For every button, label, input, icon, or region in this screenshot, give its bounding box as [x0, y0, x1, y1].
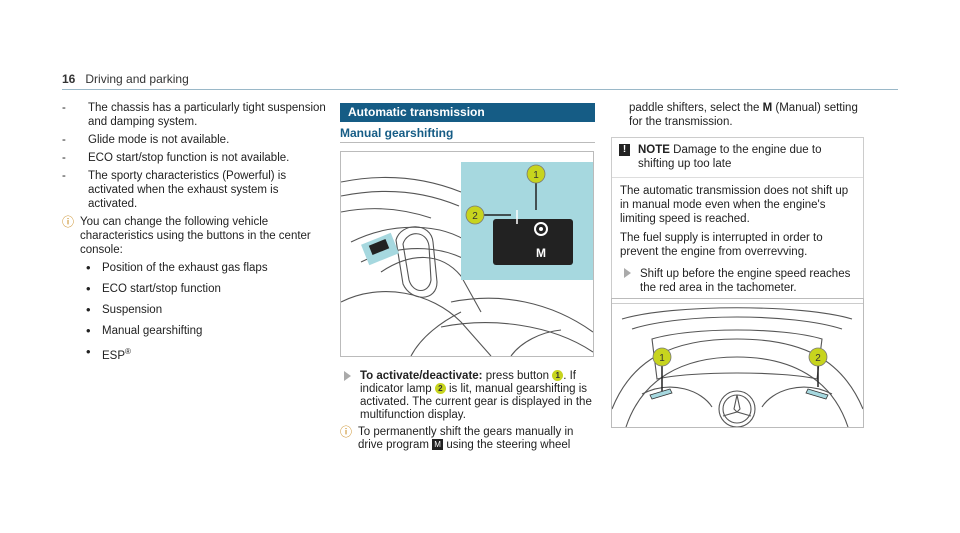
callout-1: [652, 347, 672, 367]
info-note-text: You can change the following vehicle cha…: [80, 216, 311, 256]
step-arrow-icon: [344, 371, 351, 381]
callout-1-inline: 1: [552, 370, 564, 382]
steering-wheel-drawing: 1 2: [612, 307, 863, 427]
dash-item: ECO start/stop function is not available…: [62, 151, 330, 165]
step-bold: To activate/deactivate:: [360, 370, 483, 382]
info-icon: ⓘ: [62, 215, 75, 229]
note-text: using the steering wheel: [443, 439, 571, 451]
esp-label: ESP: [102, 349, 126, 362]
callout-2-label: 2: [815, 353, 821, 364]
info-note: ⓘ To permanently shift the gears manuall…: [340, 426, 600, 452]
step-text: press button: [482, 370, 553, 382]
instruction-step: To activate/deactivate: press button 1. …: [340, 370, 600, 422]
note-text: To permanently shift the gears manually …: [358, 426, 574, 451]
dash-item: The sporty characteristics (Powerful) is…: [62, 169, 330, 211]
notice-step: Shift up before the engine speed reaches…: [620, 267, 855, 295]
intro-text: (Manual) setting for the transmission.: [629, 102, 858, 128]
notice-header: ! NOTE Damage to the engine due to shift…: [612, 138, 863, 178]
info-note: ⓘ You can change the following vehicle c…: [62, 215, 330, 257]
subsection-rule: [340, 142, 595, 143]
registered-mark: ®: [125, 347, 131, 356]
step-text: is lit, manual gearshifting is activated…: [360, 383, 592, 421]
right-paddle-highlight: [805, 388, 829, 400]
right-column: paddle shifters, select the M (Manual) s…: [611, 101, 867, 304]
notice-paragraph: The fuel supply is interrupted in order …: [620, 232, 823, 258]
callout-1-label: 1: [659, 353, 665, 364]
page-number: 16: [62, 72, 76, 86]
page-header: 16 Driving and parking: [62, 72, 189, 86]
left-column: The chassis has a particularly tight sus…: [62, 101, 330, 370]
left-paddle-highlight: [649, 388, 673, 400]
center-console-drawing: M 1 2: [341, 162, 593, 356]
list-item: Position of the exhaust gas flaps: [86, 261, 330, 275]
section-title: Automatic transmission: [340, 103, 595, 122]
list-item: Manual gearshifting: [86, 324, 330, 338]
callout-2-label: 2: [472, 211, 478, 222]
notice-title: Damage to the engine due to shifting up …: [638, 144, 822, 170]
dash-item: The chassis has a particularly tight sus…: [62, 101, 330, 129]
callout-1-label: 1: [533, 170, 539, 181]
callout-2: [808, 347, 828, 367]
dash-item: Glide mode is not available.: [62, 133, 330, 147]
list-item: Suspension: [86, 303, 330, 317]
list-item: ECO start/stop function: [86, 282, 330, 296]
intro-text: paddle shifters, select the: [629, 102, 763, 114]
notice-paragraph: The automatic transmission does not shif…: [620, 185, 849, 225]
info-icon: ⓘ: [340, 425, 353, 439]
step-arrow-icon: [624, 268, 631, 278]
middle-column-text: To activate/deactivate: press button 1. …: [340, 370, 600, 452]
intro-bold: M: [762, 102, 773, 114]
steering-wheel-illustration: 1 2: [611, 298, 864, 428]
header-rule: [62, 89, 898, 90]
warning-icon: !: [619, 144, 630, 156]
list-item: ESP®: [86, 345, 330, 363]
drive-program-icon: M: [432, 439, 444, 451]
notice-label: NOTE: [638, 144, 670, 156]
characteristics-list: Position of the exhaust gas flaps ECO st…: [62, 261, 330, 363]
gear-button-letter: M: [536, 246, 546, 260]
notice-box: ! NOTE Damage to the engine due to shift…: [611, 137, 864, 304]
notice-body: The automatic transmission does not shif…: [612, 178, 863, 303]
notice-step-text: Shift up before the engine speed reaches…: [640, 268, 851, 294]
subsection-title: Manual gearshifting: [340, 126, 454, 140]
callout-2: [465, 205, 485, 225]
callout-2-inline: 2: [434, 383, 446, 395]
step-text: . If indicator lamp: [360, 370, 576, 395]
callout-1: [526, 164, 546, 184]
section-name: Driving and parking: [85, 72, 189, 86]
center-console-illustration: M 1 2: [340, 151, 594, 357]
continued-text: paddle shifters, select the M (Manual) s…: [611, 101, 867, 129]
